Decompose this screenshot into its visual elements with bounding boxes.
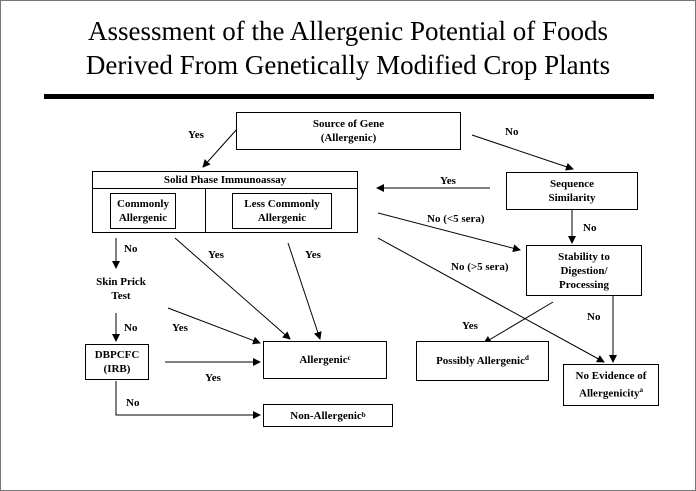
label-dbpcfc-no: No [126, 397, 140, 409]
noevidence-line-2-wrap: Allergenicitya [579, 383, 643, 401]
arrow-spi-to-stability [377, 212, 521, 253]
nonallergenic-footnote: b [361, 411, 366, 419]
spi-header-label: Solid Phase Immunoassay [163, 174, 287, 186]
source-line-2: (Allergenic) [320, 132, 377, 144]
label-skinprick-yes: Yes [172, 322, 188, 334]
skin-prick-test-box: Skin Prick Test [85, 270, 157, 308]
common-line-2: Allergenic [118, 212, 168, 224]
dbpcfc-box: DBPCFC (IRB) [85, 344, 149, 380]
dbpcfc-line-2: (IRB) [103, 363, 131, 375]
label-stability-yes: Yes [462, 320, 478, 332]
label-spi-no-lt5: No (<5 sera) [427, 213, 485, 225]
commonly-allergenic-box: Commonly Allergenic [110, 193, 176, 229]
arrow-stability-to-possibly [483, 301, 554, 344]
label-dbpcfc-yes: Yes [205, 372, 221, 384]
title-line-2: Derived From Genetically Modified Crop P… [85, 50, 611, 80]
dbpcfc-line-1: DBPCFC [94, 349, 140, 361]
nonallergenic-label: Non-Allergenic [290, 409, 362, 422]
title-line-1: Assessment of the Allergenic Potential o… [88, 16, 608, 46]
label-source-no: No [505, 126, 519, 138]
arrow-common-to-allergenic [174, 237, 291, 340]
arrow-skinprick-to-allergenic [167, 307, 261, 345]
stability-line-3: Processing [559, 278, 609, 291]
label-stability-no: No [587, 311, 601, 323]
stability-box: Stability to Digestion/ Processing [526, 245, 642, 296]
stability-line-1: Stability to [558, 250, 610, 263]
allergenic-footnote: c [347, 354, 351, 362]
title-rule [44, 94, 654, 99]
page-title: Assessment of the Allergenic Potential o… [0, 14, 696, 82]
allergenic-label: Allergenic [299, 354, 348, 366]
skinprick-line-2: Test [111, 290, 131, 302]
label-common-yes: Yes [208, 249, 224, 261]
label-sequence-yes: Yes [440, 175, 456, 187]
label-common-no: No [124, 243, 138, 255]
lesscommon-line-2: Allergenic [257, 212, 307, 224]
no-evidence-box: No Evidence of Allergenicitya [563, 364, 659, 406]
noevidence-footnote: a [639, 386, 643, 395]
sequence-line-1: Sequence [550, 178, 594, 190]
label-source-yes: Yes [188, 129, 204, 141]
label-sequence-no: No [583, 222, 597, 234]
less-commonly-allergenic-box: Less Commonly Allergenic [232, 193, 332, 229]
skinprick-line-1: Skin Prick [96, 276, 146, 288]
sequence-similarity-box: Sequence Similarity [506, 172, 638, 210]
label-spi-no-gt5: No (>5 sera) [451, 261, 509, 273]
spi-divider [205, 188, 206, 232]
source-of-gene-box: Source of Gene (Allergenic) [236, 112, 461, 150]
source-line-1: Source of Gene [312, 118, 385, 130]
spi-header: Solid Phase Immunoassay [93, 172, 357, 189]
stability-line-2: Digestion/ [560, 264, 608, 277]
noevidence-line-1: No Evidence of [575, 370, 647, 383]
arrow-spi-to-noevidence [377, 237, 605, 363]
arrow-dbpcfc-to-nonallergenic [115, 381, 261, 419]
label-lesscommon-yes: Yes [305, 249, 321, 261]
arrow-lesscommon-to-allergenic [287, 242, 322, 340]
sequence-line-2: Similarity [548, 192, 596, 204]
noevidence-line-2: Allergenicity [579, 387, 640, 400]
common-line-1: Commonly [117, 198, 169, 210]
label-skinprick-no: No [124, 322, 138, 334]
lesscommon-line-1: Less Commonly [244, 198, 320, 210]
possibly-footnote: d [525, 354, 529, 362]
possibly-label: Possibly Allergenic [436, 355, 525, 367]
arrow-source-to-sequence [471, 134, 574, 171]
arrow-source-to-spi [202, 127, 239, 168]
